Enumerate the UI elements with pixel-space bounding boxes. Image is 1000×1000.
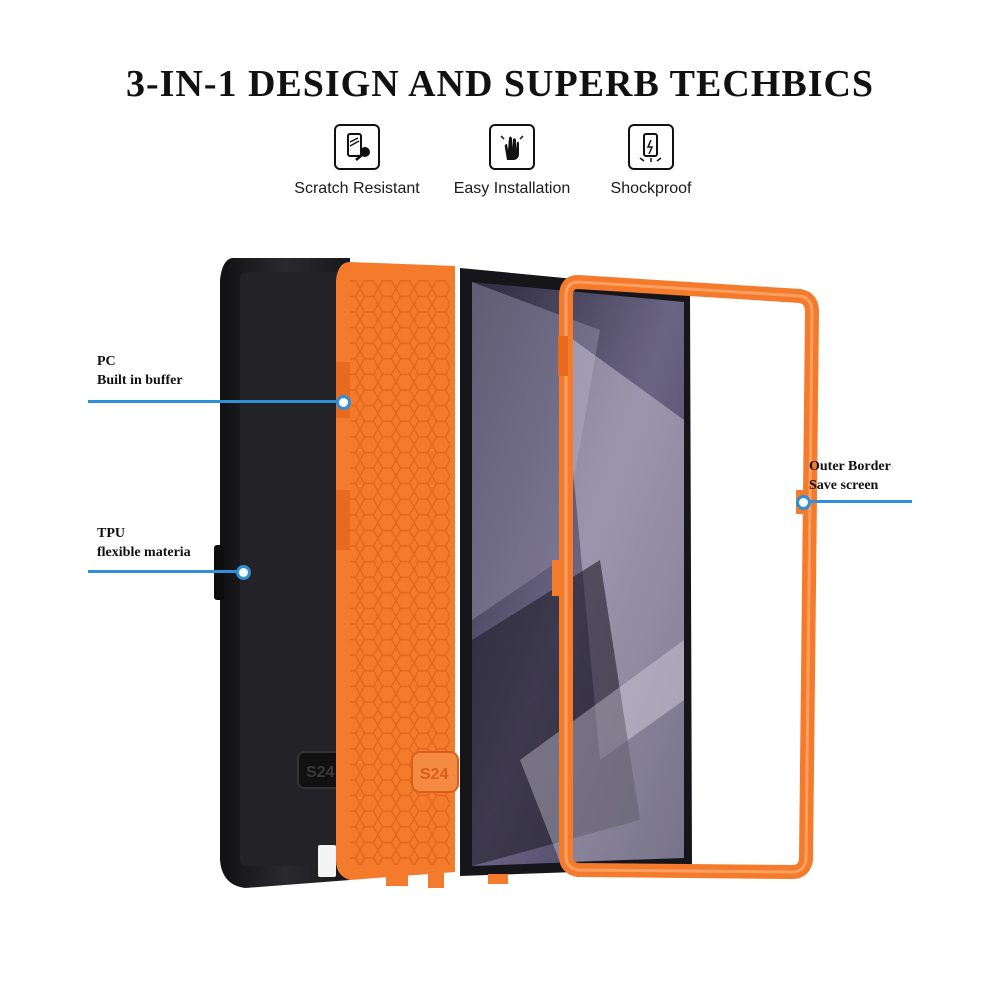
callout-tpu: TPU flexible materia bbox=[97, 524, 191, 562]
shockproof-icon bbox=[628, 124, 674, 170]
scratch-resistant-icon bbox=[334, 124, 380, 170]
callout-pc-desc: Built in buffer bbox=[97, 373, 183, 388]
feature-label: Shockproof bbox=[610, 180, 692, 197]
callout-border-title: Outer Border bbox=[809, 459, 891, 474]
phone bbox=[460, 268, 692, 884]
easy-installation-icon bbox=[489, 124, 535, 170]
callout-border-desc: Save screen bbox=[809, 478, 879, 493]
callout-pc-dot bbox=[336, 395, 351, 410]
tpu-sleeve-badge: S24 bbox=[420, 766, 449, 783]
callout-tpu-line bbox=[88, 570, 240, 573]
callout-pc-title: PC bbox=[97, 354, 116, 369]
callout-pc: PC Built in buffer bbox=[97, 352, 183, 390]
pc-shell-badge: S24 bbox=[306, 764, 335, 781]
callout-pc-line bbox=[88, 400, 340, 403]
pc-shell: S24 bbox=[214, 258, 350, 888]
page-title: 3-IN-1 DESIGN AND SUPERB TECHBICS bbox=[125, 63, 875, 105]
feature-label: Scratch Resistant bbox=[294, 180, 420, 197]
callout-tpu-dot bbox=[236, 565, 251, 580]
feature-label: Easy Installation bbox=[453, 180, 571, 197]
feature-shockproof: Shockproof bbox=[571, 124, 731, 198]
feature-easy-installation: Easy Installation bbox=[432, 124, 592, 198]
callout-border-line bbox=[804, 500, 912, 503]
callout-tpu-desc: flexible materia bbox=[97, 545, 191, 560]
callout-border-dot bbox=[796, 495, 811, 510]
callout-tpu-title: TPU bbox=[97, 526, 125, 541]
callout-border: Outer Border Save screen bbox=[809, 457, 891, 495]
tpu-sleeve: S24 bbox=[336, 262, 459, 888]
feature-scratch-resistant: Scratch Resistant bbox=[277, 124, 437, 198]
